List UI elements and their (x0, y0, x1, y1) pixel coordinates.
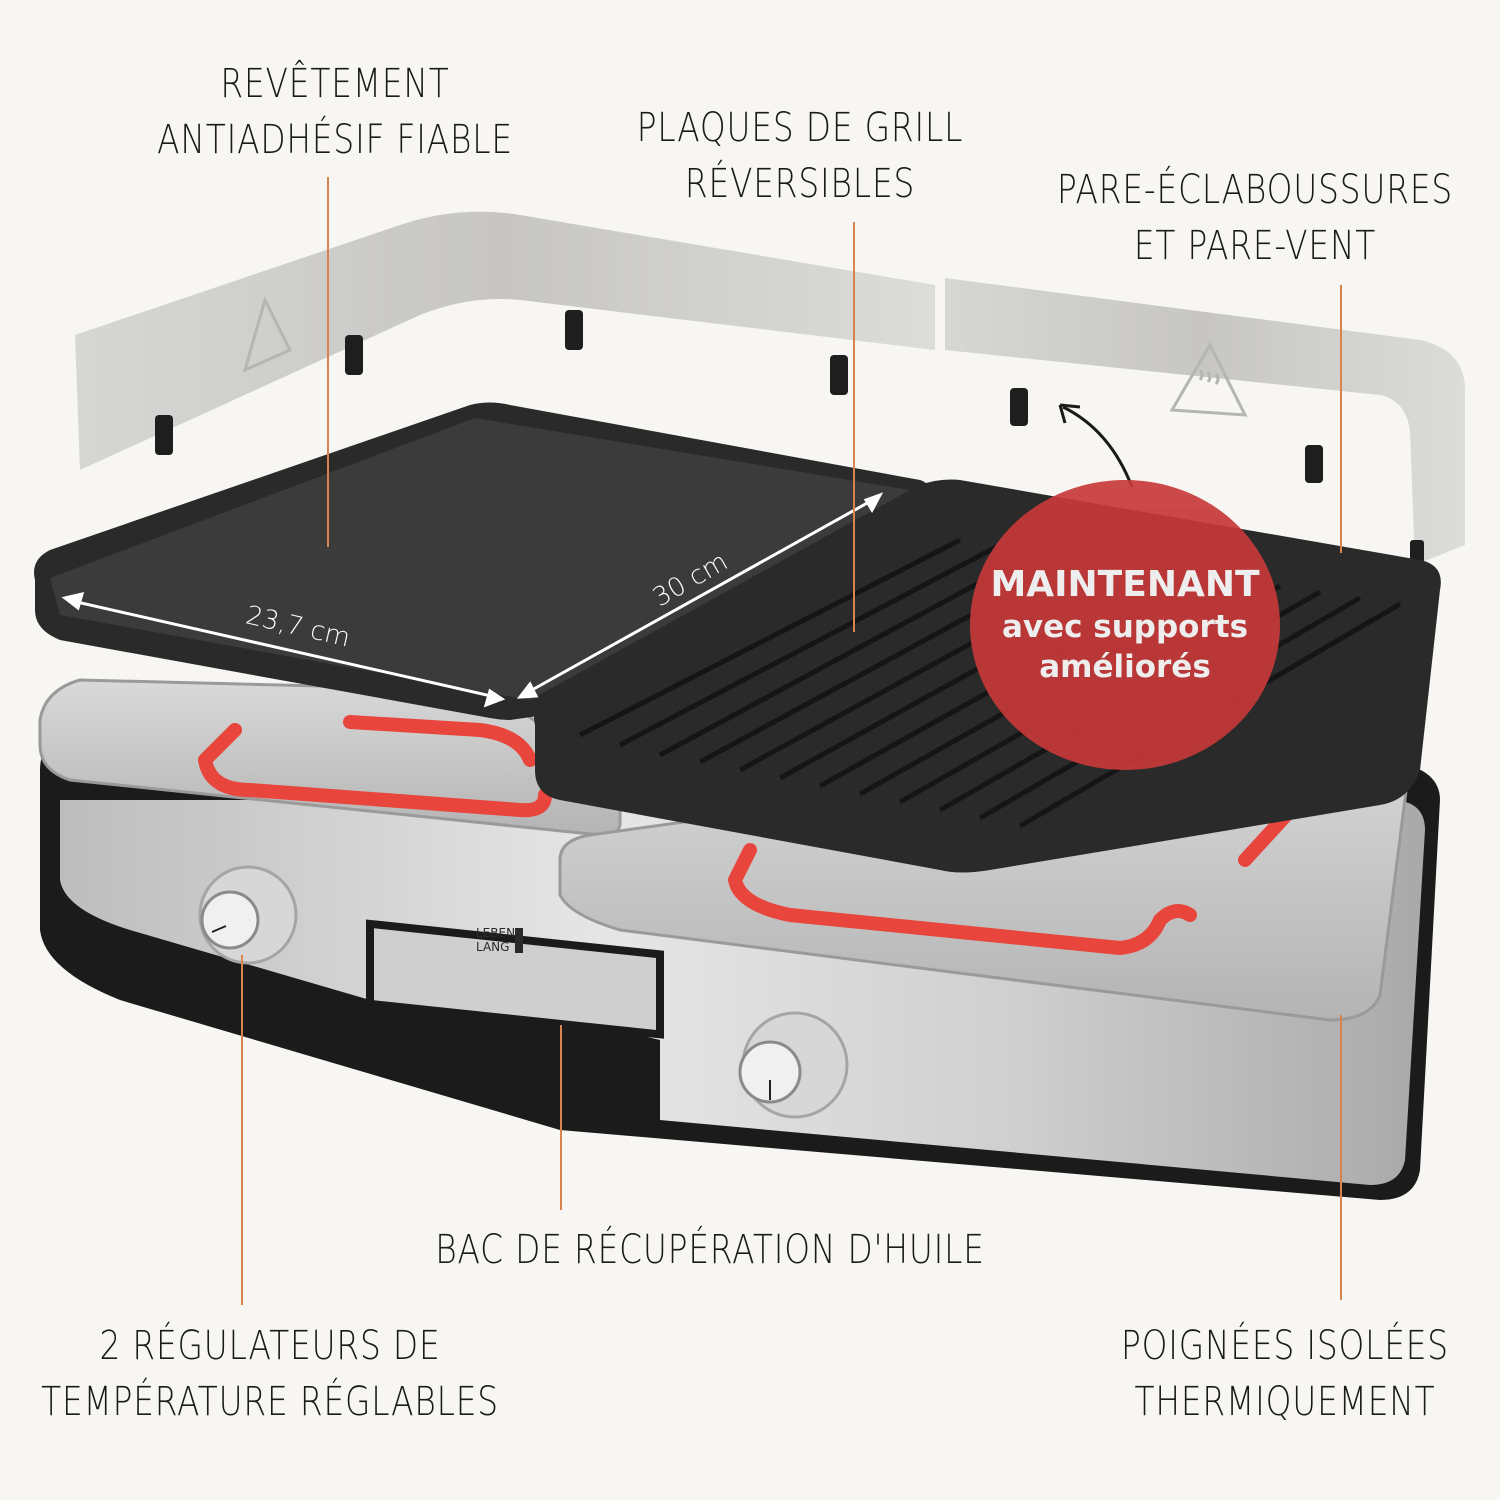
callout-thermostats-line2: TEMPÉRATURE RÉGLABLES (41, 1379, 499, 1425)
curved-arrow-icon (1062, 405, 1134, 488)
leader-line-handles (1340, 1015, 1342, 1300)
leader-line-splash-guard (1340, 285, 1342, 553)
leader-line-drip-tray (560, 1025, 562, 1210)
hot-surface-warning-icon (1169, 341, 1248, 417)
promo-badge: MAINTENANT avec supports améliorés (970, 480, 1280, 770)
callout-coating-line1: REVÊTEMENT (220, 61, 450, 107)
dimension-arrows (61, 492, 884, 708)
callout-coating-line2: ANTIADHÉSIF FIABLE (157, 117, 513, 163)
badge-line2: avec supports (1001, 609, 1249, 645)
callout-handles: POIGNÉES ISOLÉES THERMIQUEMENT (1113, 1318, 1457, 1430)
svg-text:LEBEN: LEBEN (476, 926, 515, 940)
svg-text:LANG: LANG (476, 940, 509, 954)
callout-handles-line1: POIGNÉES ISOLÉES (1121, 1323, 1449, 1369)
insulated-handle[interactable] (198, 715, 552, 818)
brand-logo: LEBEN LANG (476, 926, 523, 954)
leader-line-thermostats (241, 955, 243, 1305)
splash-guard-left (75, 211, 935, 470)
badge-line3: améliorés (1039, 649, 1211, 685)
badge-line1: MAINTENANT (990, 564, 1260, 605)
griddle-plate-flat (34, 402, 929, 720)
callout-drip-tray-line1: BAC DE RÉCUPÉRATION D'HUILE (435, 1227, 985, 1273)
temperature-dial-right[interactable] (738, 1011, 849, 1119)
callout-plates-line1: PLAQUES DE GRILL (636, 105, 964, 151)
callout-thermostats: 2 RÉGULATEURS DE TEMPÉRATURE RÉGLABLES (40, 1318, 499, 1430)
callout-splash-guard-line1: PARE-ÉCLABOUSSURES (1056, 167, 1454, 213)
callout-plates: PLAQUES DE GRILL RÉVERSIBLES (628, 100, 972, 212)
callout-coating: REVÊTEMENT ANTIADHÉSIF FIABLE (142, 56, 527, 168)
callout-plates-line2: RÉVERSIBLES (684, 161, 916, 207)
hot-surface-warning-icon (242, 295, 293, 373)
callout-splash-guard-line2: ET PARE-VENT (1133, 223, 1377, 269)
callout-thermostats-line1: 2 RÉGULATEURS DE (99, 1323, 441, 1369)
callout-drip-tray: BAC DE RÉCUPÉRATION D'HUILE (431, 1222, 989, 1278)
callout-splash-guard: PARE-ÉCLABOUSSURES ET PARE-VENT (1046, 162, 1464, 274)
leader-line-plates (853, 222, 855, 632)
temperature-dial-left[interactable] (198, 865, 298, 965)
leader-line-coating (327, 177, 329, 547)
callout-handles-line2: THERMIQUEMENT (1134, 1379, 1436, 1425)
